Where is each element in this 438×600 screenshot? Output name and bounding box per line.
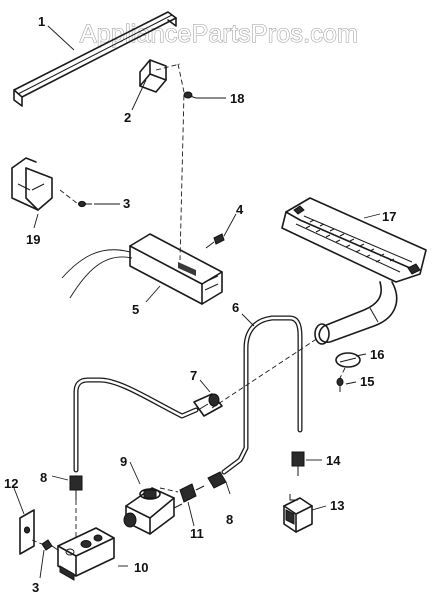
callout-3-upper: 3 [123, 196, 130, 211]
part-7-fitting [193, 393, 223, 417]
leader-lines [13, 25, 381, 579]
callout-15: 15 [360, 374, 374, 389]
part-17-burner [281, 197, 427, 283]
callout-3-lower: 3 [32, 580, 39, 595]
part-8-fitting-left [69, 475, 83, 500]
part-5-ignitor [61, 233, 223, 305]
part-16-shutter [335, 352, 361, 368]
callout-6: 6 [232, 300, 239, 315]
callout-17: 17 [382, 209, 396, 224]
part-11-fitting [179, 483, 205, 503]
part-15-screw [336, 377, 344, 392]
part-9-regulator [123, 487, 183, 535]
part-10-valve [57, 527, 115, 581]
callout-2: 2 [124, 110, 131, 125]
callout-19: 19 [26, 232, 40, 247]
callout-4: 4 [236, 202, 244, 217]
part-18-screw [183, 91, 197, 99]
part-13-safety-valve [283, 494, 313, 533]
callout-8-right: 8 [226, 512, 233, 527]
part-12-plate [19, 509, 35, 555]
callout-9: 9 [120, 454, 127, 469]
part-6-tubing [221, 315, 303, 475]
callout-16: 16 [370, 347, 384, 362]
callout-11: 11 [190, 526, 204, 541]
part-2-bracket [139, 59, 167, 93]
part-7-tubing [73, 377, 199, 473]
callout-14: 14 [326, 453, 341, 468]
callout-18: 18 [230, 91, 244, 106]
part-1-rail [13, 11, 177, 107]
part-3-screw-upper [78, 200, 92, 208]
callout-7: 7 [190, 368, 197, 383]
callout-13: 13 [330, 498, 344, 513]
alignment-lines [31, 63, 346, 545]
part-3-screw-lower [41, 539, 59, 551]
watermark-text: AppliancePartsPros.com [80, 20, 358, 48]
part-17-venturi-tube [314, 281, 398, 345]
callout-1: 1 [38, 14, 45, 29]
part-19-bracket [11, 157, 53, 211]
callout-10: 10 [134, 560, 148, 575]
callout-12: 12 [4, 476, 18, 491]
part-4-screw [205, 233, 225, 249]
callout-8-left: 8 [40, 470, 47, 485]
part-14-fitting [291, 451, 305, 476]
callout-5: 5 [132, 302, 139, 317]
